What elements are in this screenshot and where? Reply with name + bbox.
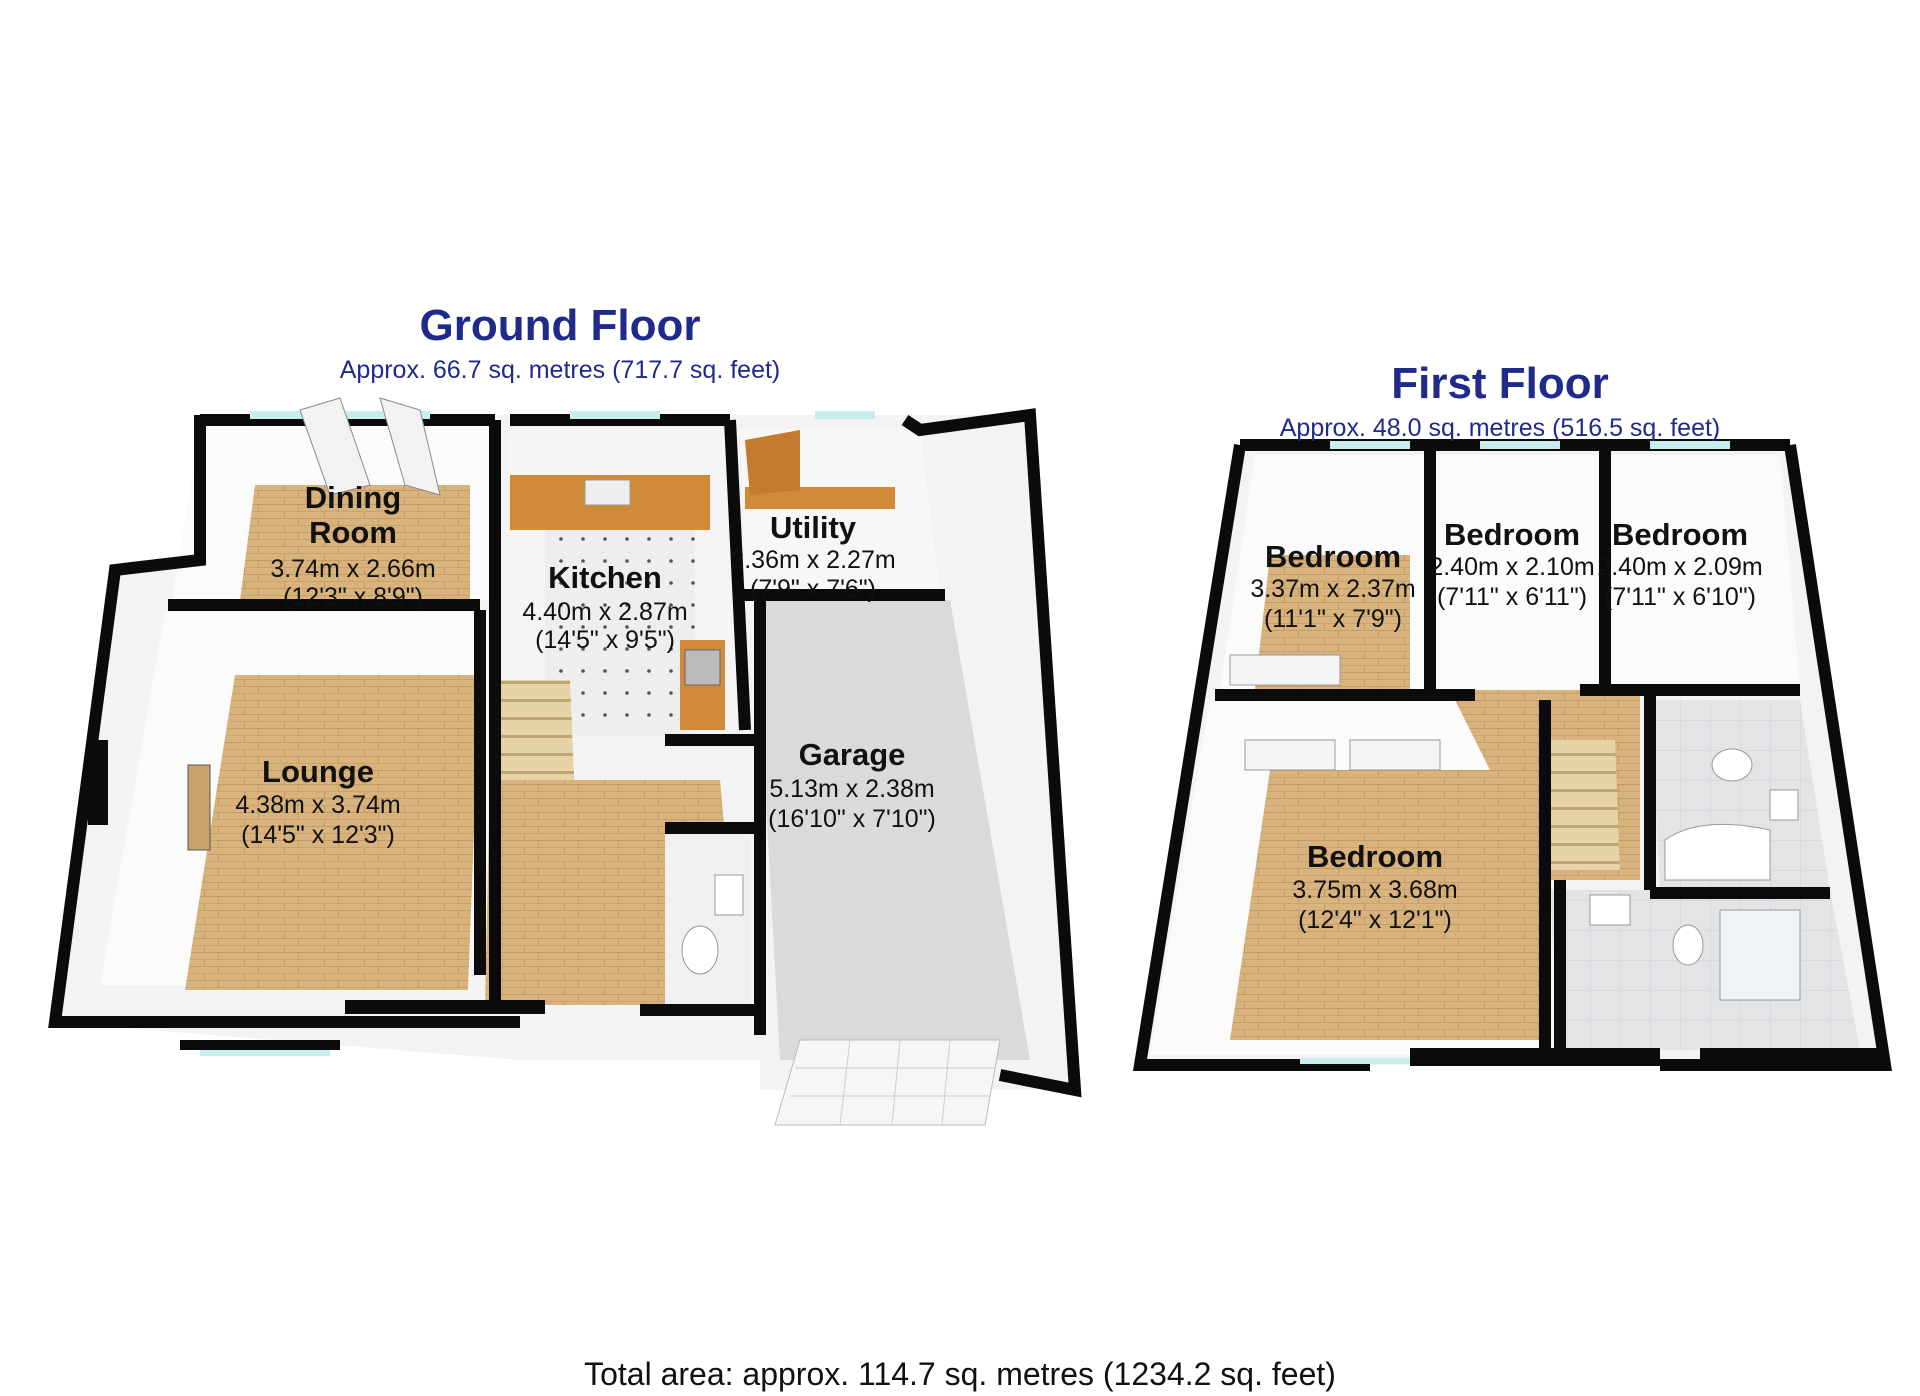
dining-french-doors [299,397,441,496]
lounge-name: Lounge [262,754,374,789]
bathroom-bath [1664,823,1771,881]
bedroom-mid-name: Bedroom [1444,517,1580,552]
lounge-wood [185,675,480,990]
lounge-imperial: (14'5" x 12'3") [241,821,395,849]
utility-worktop [745,487,895,509]
dining-room-imperial: (12'3" x 8'9") [283,583,423,611]
first-floor-title: First Floor [1391,359,1609,408]
wc-room [665,830,750,1010]
bedroom-right-metric: 2.40m x 2.09m [1597,553,1762,581]
ensuite-shower [1719,909,1801,1001]
dining-room-name-line2: Room [309,515,397,550]
garage-imperial: (16'10" x 7'10") [768,805,936,833]
dining-room-name-line1: Dining [305,480,401,515]
wardrobes [1229,654,1441,771]
kitchen-sink [584,479,631,506]
lounge-metric: 4.38m x 3.74m [235,791,400,819]
first-floor-area: Approx. 48.0 sq. metres (516.5 sq. feet) [1280,414,1721,442]
garage-floor [755,600,1030,1060]
bedroom-main-imperial: (12'4" x 12'1") [1298,906,1452,934]
bedroom-main-wood [1230,770,1545,1040]
utility-imperial: (7'9" x 7'6") [750,575,876,603]
dining-room-metric: 3.74m x 2.66m [270,555,435,583]
ensuite-basin [1589,894,1631,926]
utility-name: Utility [770,510,857,545]
ensuite-toilet [1672,924,1704,966]
total-area: Total area: approx. 114.7 sq. metres (12… [584,1356,1336,1392]
kitchen-metric: 4.40m x 2.87m [522,598,687,626]
bedroom-mid-metric: 2.40m x 2.10m [1429,553,1594,581]
garage-door [774,1039,1001,1126]
bedroom-right-imperial: (7'11" x 6'10") [1604,583,1756,611]
stairs-first [1545,740,1620,870]
bedroom-mid-imperial: (7'11" x 6'11") [1437,583,1587,611]
kitchen-imperial: (14'5" x 9'5") [535,626,675,654]
first-floor-plan [1132,439,1892,1071]
bedroom-right-name: Bedroom [1612,517,1748,552]
bedroom-left-metric: 3.37m x 2.37m [1250,575,1415,603]
first-floor-labels: First Floor Approx. 48.0 sq. metres (516… [1250,359,1762,934]
bedroom-main-metric: 3.75m x 3.68m [1292,876,1457,904]
utility-metric: 2.36m x 2.27m [730,546,895,574]
ground-floor-title: Ground Floor [419,301,700,350]
garage-name: Garage [799,737,906,772]
ground-floor-plan [48,397,1082,1126]
ground-floor-walls [48,408,1082,1098]
bedroom-main-name: Bedroom [1307,839,1443,874]
garage-door-panels [790,1039,995,1126]
bedroom-right-floor [1610,455,1800,690]
bedroom-mid-floor [1435,455,1600,690]
first-floor-front [1410,1048,1880,1066]
fireplace [187,764,211,851]
bathroom-basin [1769,789,1799,821]
utility-back-door [745,430,800,495]
bathroom-toilet [1711,748,1753,782]
kitchen-name: Kitchen [548,560,662,595]
kitchen-hob [684,649,721,686]
wc-toilet [681,925,719,975]
ground-floor-area: Approx. 66.7 sq. metres (717.7 sq. feet) [340,356,781,384]
bedroom-left-name: Bedroom [1265,539,1401,574]
ground-floor-labels: Ground Floor Approx. 66.7 sq. metres (71… [235,301,936,849]
bedroom-left-imperial: (11'1" x 7'9") [1264,605,1402,633]
dining-room-wood [240,485,470,600]
first-floor-windows [1300,441,1730,1064]
garage-metric: 5.13m x 2.38m [769,775,934,803]
wc-basin [714,874,744,916]
ground-front-walls [88,740,545,1050]
